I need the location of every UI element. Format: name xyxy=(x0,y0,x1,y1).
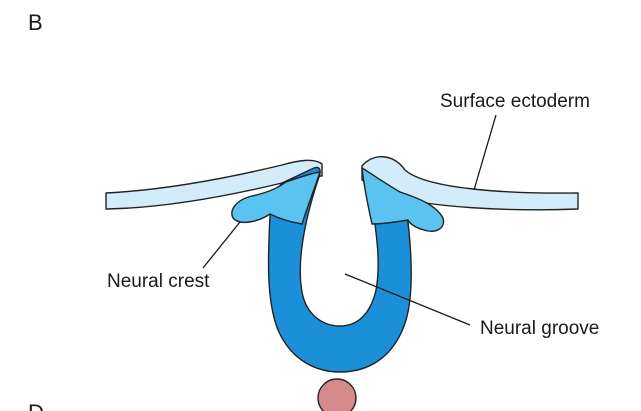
notochord xyxy=(318,379,356,411)
neural-crest-leader xyxy=(203,222,240,268)
label-neural-groove: Neural groove xyxy=(480,318,599,339)
label-surface-ectoderm: Surface ectoderm xyxy=(440,91,590,112)
panel-letter: B xyxy=(28,10,43,35)
surface-ectoderm-leader xyxy=(474,115,496,190)
label-neural-crest: Neural crest xyxy=(107,271,210,292)
next-panel-letter: D xyxy=(28,400,44,411)
